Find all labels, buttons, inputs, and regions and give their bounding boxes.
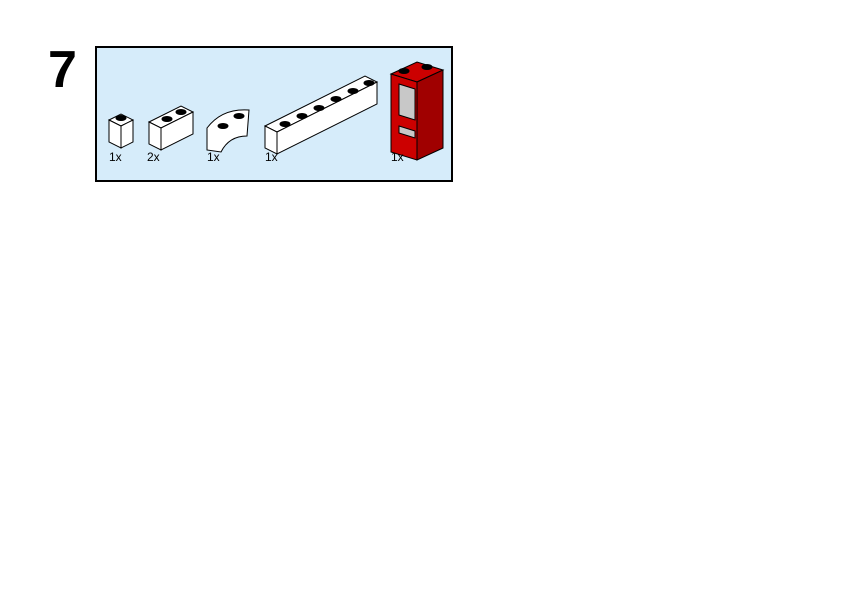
stud: [227, 240, 247, 252]
brick-1x6-icon: [263, 75, 379, 155]
stud: [448, 398, 468, 410]
lower-walls: [439, 377, 691, 513]
stud: [378, 263, 398, 275]
stud: [352, 273, 371, 284]
stud: [598, 421, 618, 433]
lower-base-plate: [416, 394, 714, 544]
stud: [230, 294, 250, 306]
brick-round-corner-icon: [206, 109, 250, 153]
stud: [530, 491, 550, 503]
stud: [600, 504, 620, 516]
door-assembly: [516, 361, 591, 507]
stud: [680, 494, 700, 506]
stud: [455, 459, 475, 471]
stud: [331, 222, 351, 234]
stud: [624, 432, 644, 444]
stud: [350, 293, 369, 304]
stud: [327, 262, 347, 274]
stud: [233, 180, 253, 192]
stud: [256, 211, 275, 222]
stud: [572, 459, 592, 471]
step-number: 7: [48, 41, 77, 99]
stud: [356, 233, 375, 244]
part-qty: 1x: [207, 150, 220, 164]
stud: [286, 372, 306, 384]
stud: [235, 346, 255, 358]
stud: [305, 232, 324, 243]
top-plate: [211, 177, 472, 321]
stud: [652, 506, 672, 518]
brick-1x2-icon: [147, 105, 195, 151]
stud: [258, 191, 277, 202]
stud: [254, 231, 273, 242]
stud: [282, 201, 302, 213]
stud: [556, 372, 576, 384]
stud: [376, 283, 396, 295]
part-qty: 2x: [147, 150, 160, 164]
stud: [329, 242, 349, 254]
stud: [231, 200, 251, 212]
stud: [252, 251, 271, 262]
stud: [262, 362, 282, 374]
stud: [530, 359, 550, 371]
stud: [276, 261, 296, 273]
door-icon: [389, 61, 445, 161]
stud: [303, 252, 322, 263]
stud: [650, 444, 670, 456]
stud: [620, 456, 640, 468]
stud: [478, 406, 498, 418]
base-plate: [211, 291, 471, 441]
stud: [354, 253, 373, 264]
parts-illustrations: [107, 61, 445, 161]
brick-1x1-icon: [107, 113, 135, 149]
parts-list-panel: 1x 2x 1x 1x 1x: [95, 46, 453, 182]
stud: [335, 392, 355, 404]
stud: [575, 496, 595, 508]
stud: [480, 472, 500, 484]
stud: [374, 303, 394, 315]
walls: [244, 261, 469, 396]
stud: [325, 282, 345, 294]
stud: [425, 449, 445, 461]
stud: [280, 221, 300, 233]
part-qty: 1x: [265, 150, 278, 164]
stud: [628, 499, 648, 511]
stud: [278, 241, 298, 253]
part-qty: 1x: [109, 150, 122, 164]
stud: [380, 243, 400, 255]
part-qty: 1x: [391, 150, 404, 164]
stud: [229, 220, 249, 232]
stud: [301, 272, 320, 283]
stud: [505, 482, 525, 494]
stud: [310, 382, 330, 394]
stud: [307, 212, 326, 223]
stud: [230, 319, 250, 331]
